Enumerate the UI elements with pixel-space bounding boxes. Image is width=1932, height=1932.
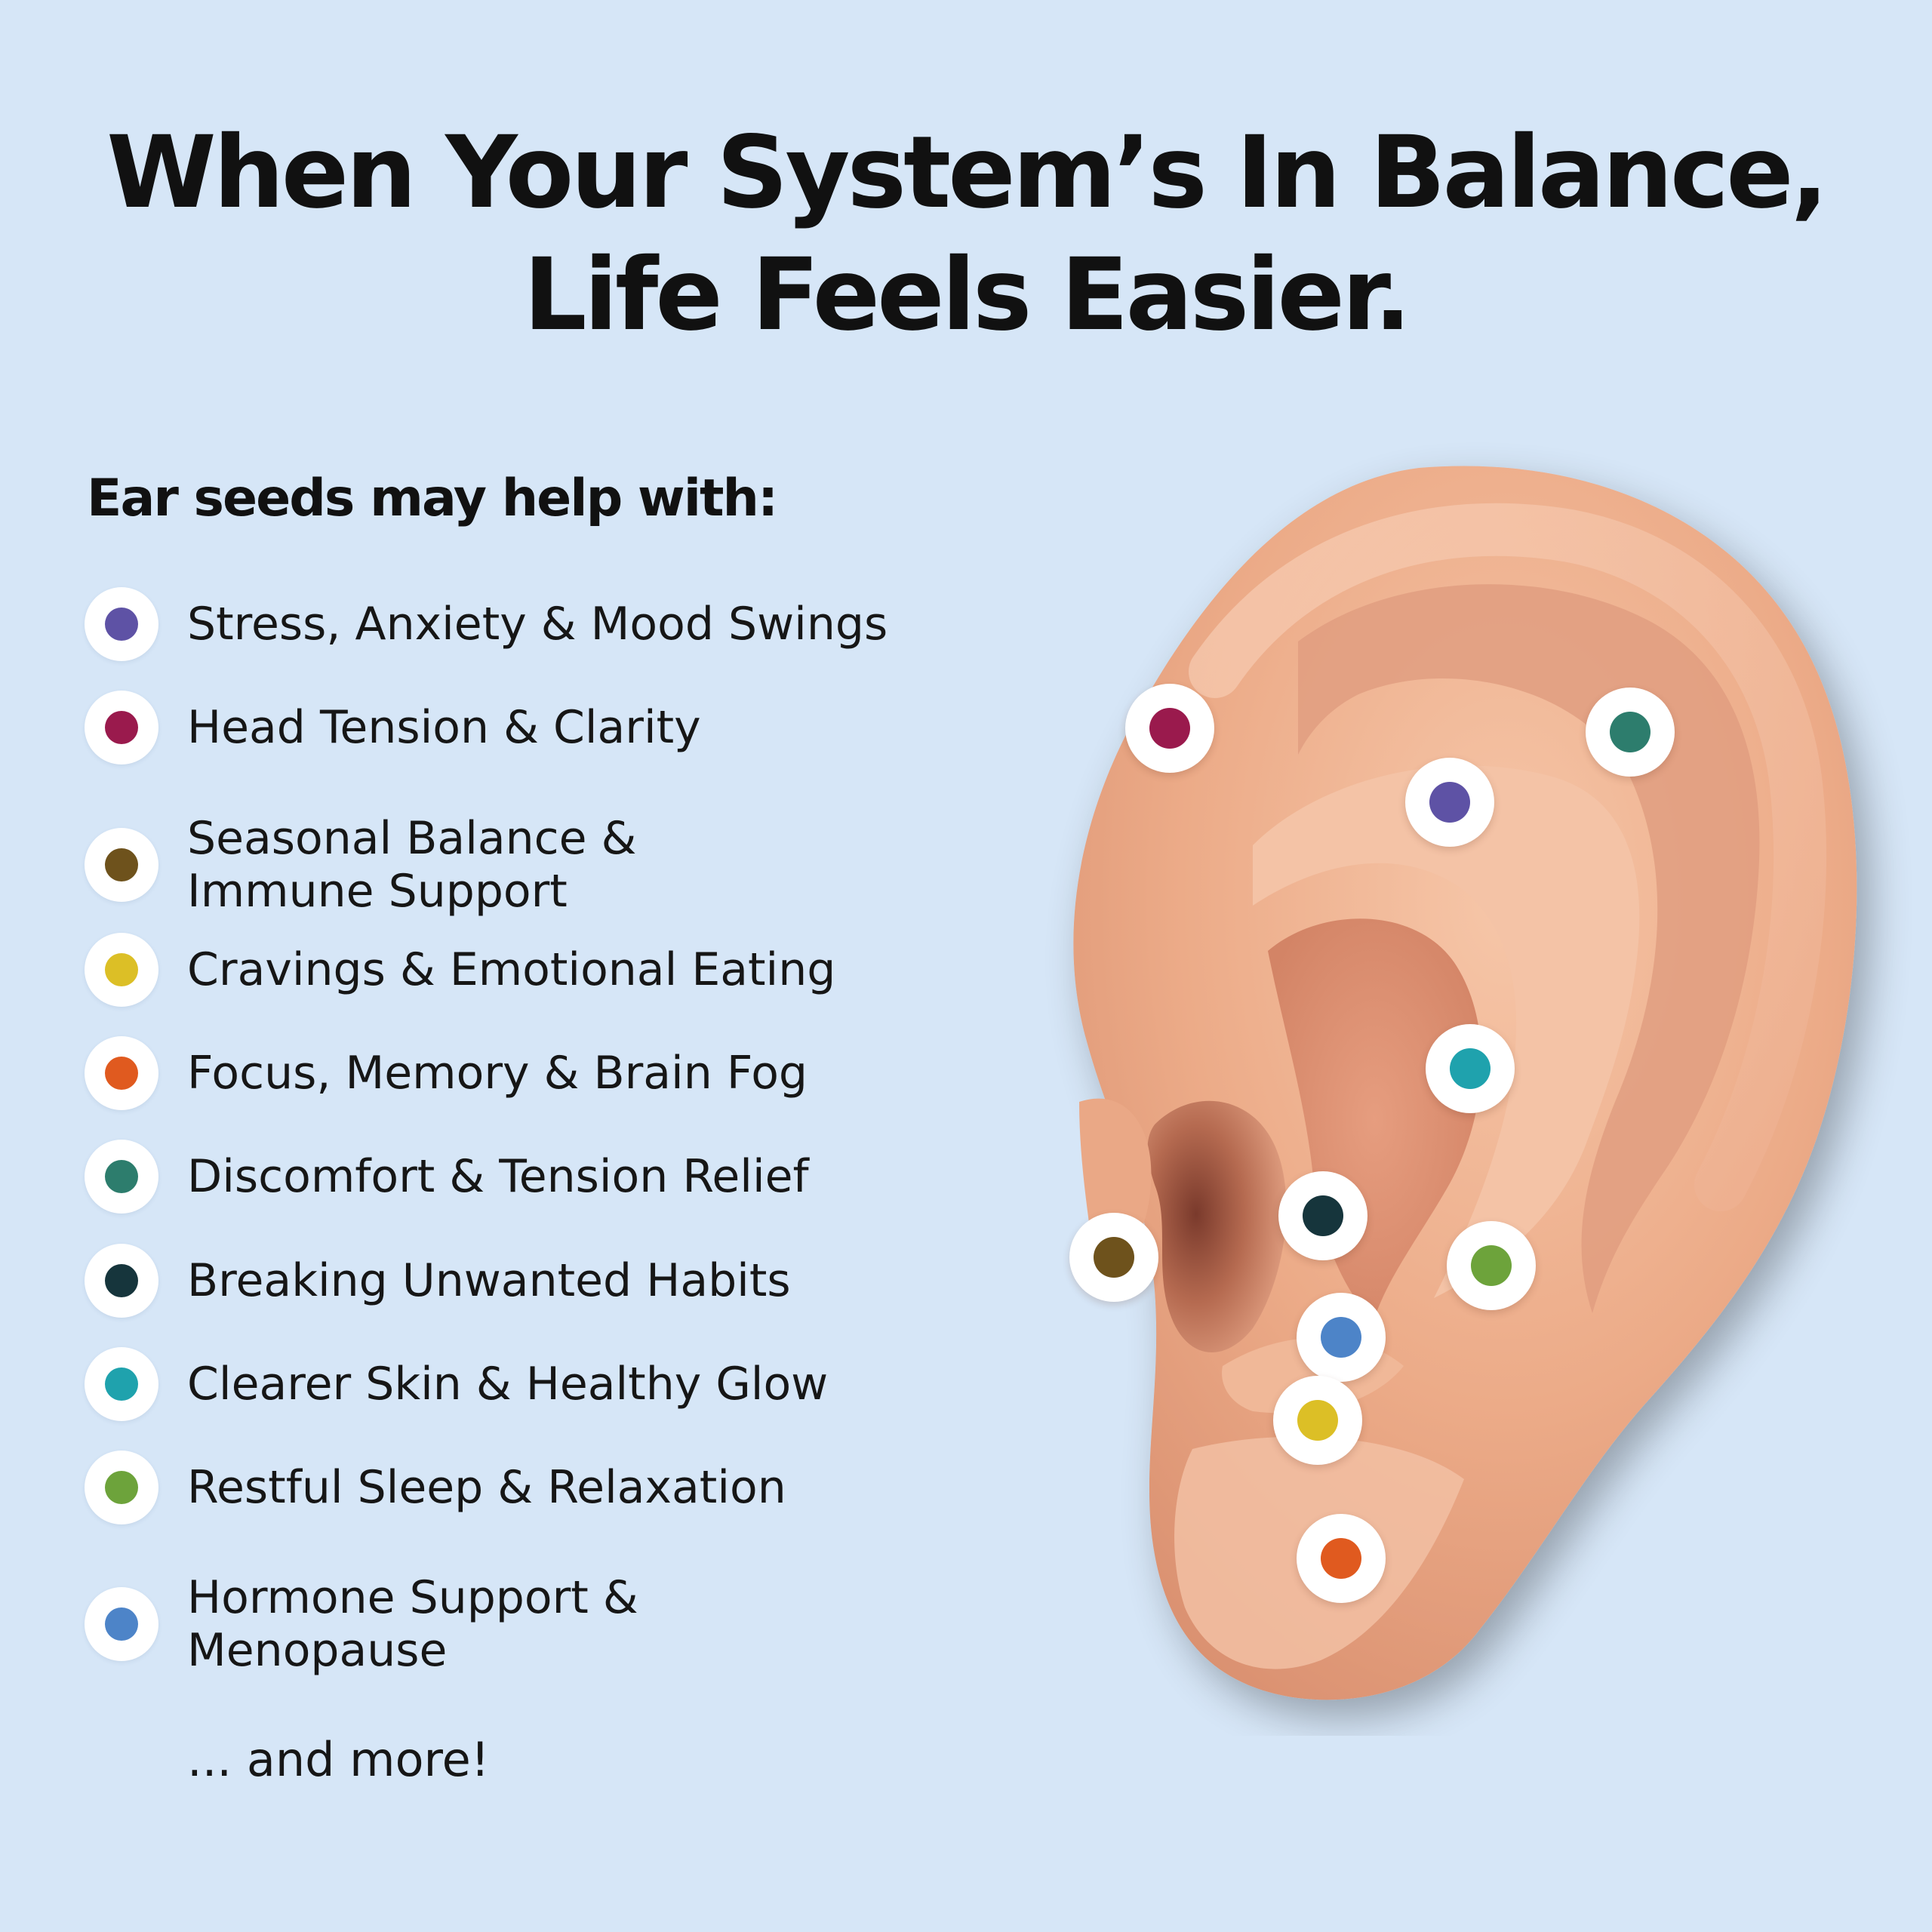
bullet-dot-icon [85,1347,158,1421]
headline: When Your System’s In Balance, Life Feel… [0,112,1932,356]
bullet-dot-icon [85,933,158,1007]
benefit-item-hormone: Hormone Support & Menopause [85,1571,980,1677]
benefit-label: Seasonal Balance & Immune Support [187,812,637,918]
color-dot-icon [105,711,138,744]
bullet-dot-icon [85,691,158,764]
benefit-item-habits: Breaking Unwanted Habits [85,1244,980,1318]
ear-point-discomfort [1586,688,1675,777]
benefit-label: Cravings & Emotional Eating [187,943,836,996]
benefit-list: Stress, Anxiety & Mood Swings Head Tensi… [85,587,980,1677]
bullet-dot-icon [85,1451,158,1524]
bullet-dot-icon [85,1036,158,1110]
color-dot-icon [105,1264,138,1297]
ear-point-hormone [1297,1293,1386,1382]
color-dot-icon [105,1471,138,1504]
bullet-dot-icon [85,1244,158,1318]
color-dot-icon [105,1160,138,1193]
color-dot-icon [105,1057,138,1090]
benefit-item-stress: Stress, Anxiety & Mood Swings [85,587,980,661]
color-dot-icon [105,1607,138,1641]
bullet-dot-icon [85,1140,158,1214]
color-dot-icon [105,848,138,881]
color-dot-icon [1297,1400,1338,1441]
benefit-label: Breaking Unwanted Habits [187,1254,791,1307]
ear-point-focus [1297,1514,1386,1603]
benefit-label: Focus, Memory & Brain Fog [187,1047,808,1100]
ear-rim-highlight [1189,503,1827,1211]
bullet-dot-icon [85,828,158,902]
benefit-label: Stress, Anxiety & Mood Swings [187,598,888,651]
color-dot-icon [1303,1195,1343,1236]
ear-diagram [966,423,1932,1736]
benefit-item-discomfort: Discomfort & Tension Relief [85,1140,980,1214]
benefit-label: Restful Sleep & Relaxation [187,1461,786,1514]
color-dot-icon [1471,1245,1512,1286]
ear-point-stress [1405,758,1494,847]
ear-point-head-tension [1125,684,1214,773]
benefit-item-seasonal-balance: Seasonal Balance & Immune Support [85,812,980,918]
benefit-item-head-tension: Head Tension & Clarity [85,691,980,764]
benefit-item-focus: Focus, Memory & Brain Fog [85,1036,980,1110]
benefit-label: Hormone Support & Menopause [187,1571,638,1677]
color-dot-icon [1610,712,1651,752]
color-dot-icon [105,1367,138,1401]
ear-point-seasonal [1069,1213,1158,1302]
benefit-label: Head Tension & Clarity [187,701,701,754]
ear-point-skin [1426,1024,1515,1113]
ear-point-cravings [1273,1376,1362,1465]
bullet-dot-icon [85,1587,158,1661]
ear-antihelix [1253,765,1640,1298]
more-text: ... and more! [187,1732,490,1787]
list-heading: Ear seeds may help with: [87,469,778,528]
color-dot-icon [1094,1237,1134,1278]
color-dot-icon [1429,782,1470,823]
ear-canal [1147,1100,1287,1353]
ear-point-sleep [1447,1221,1536,1310]
color-dot-icon [105,953,138,986]
benefit-label: Discomfort & Tension Relief [187,1150,809,1203]
ear-concha [1268,918,1481,1321]
headline-line-2: Life Feels Easier. [523,237,1412,353]
ear-point-habits [1278,1171,1367,1260]
benefit-label: Clearer Skin & Healthy Glow [187,1358,829,1411]
color-dot-icon [1321,1538,1361,1579]
color-dot-icon [105,608,138,641]
benefit-item-sleep: Restful Sleep & Relaxation [85,1451,980,1524]
color-dot-icon [1321,1317,1361,1358]
bullet-dot-icon [85,587,158,661]
color-dot-icon [1450,1048,1491,1089]
benefit-item-cravings: Cravings & Emotional Eating [85,933,980,1007]
color-dot-icon [1149,708,1190,749]
headline-line-1: When Your System’s In Balance, [106,115,1829,231]
benefit-item-skin: Clearer Skin & Healthy Glow [85,1347,980,1421]
